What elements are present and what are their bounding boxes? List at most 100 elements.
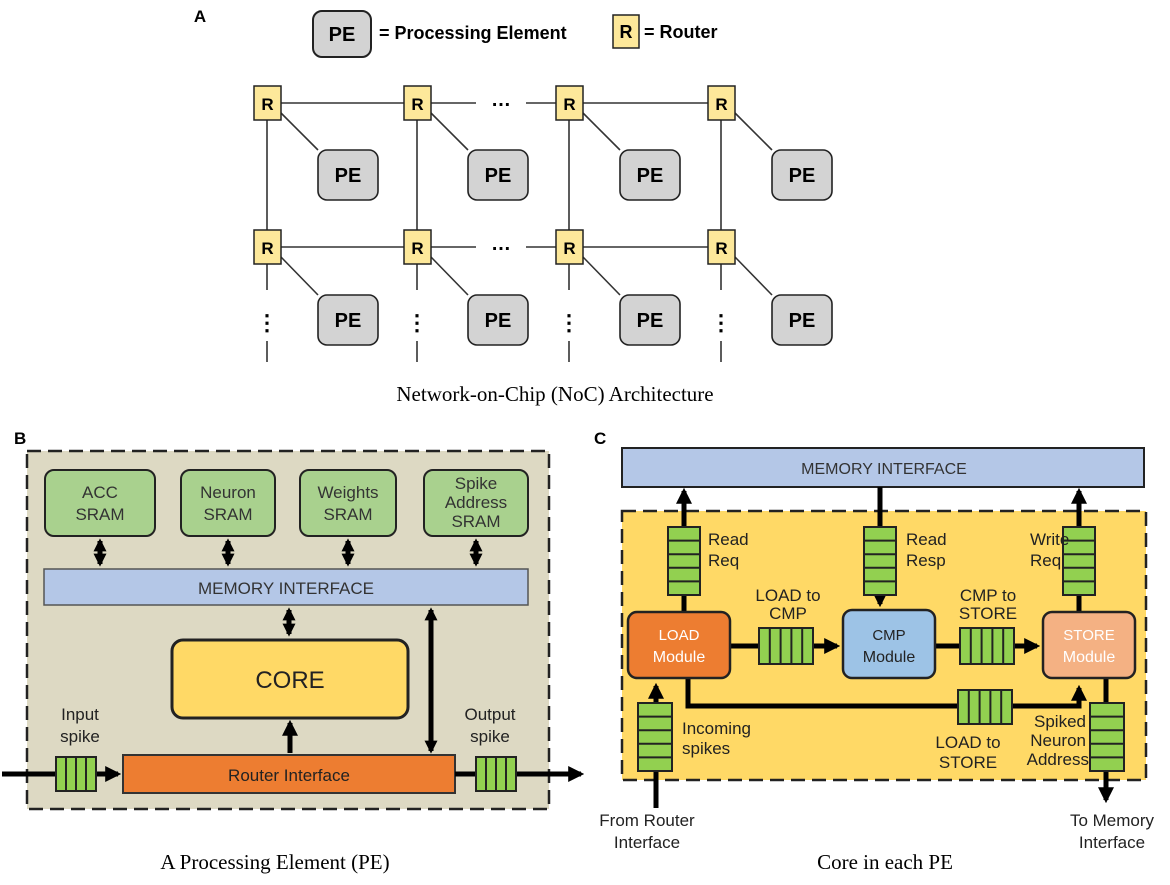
router-label: R bbox=[563, 239, 575, 258]
router-label: R bbox=[411, 95, 423, 114]
cmp-module-line1: CMP bbox=[872, 627, 905, 644]
to-memory-label: To Memory bbox=[1070, 811, 1155, 830]
panel-a: A PE = Processing Element R = Router bbox=[194, 7, 833, 406]
vertical-ellipsis: ⋮ bbox=[406, 310, 428, 335]
load-to-store-label: STORE bbox=[939, 753, 997, 772]
input-spike-fifo bbox=[55, 756, 97, 792]
incoming-spikes-label: Incoming bbox=[682, 719, 751, 738]
to-memory-label: Interface bbox=[1079, 833, 1145, 852]
panel-b-letter: B bbox=[14, 429, 26, 448]
neuron-sram-line1: Neuron bbox=[200, 483, 256, 502]
store-module: STORE Module bbox=[1041, 610, 1137, 680]
input-spike-label: spike bbox=[60, 727, 100, 746]
from-router-label: From Router bbox=[599, 811, 695, 830]
router-label: R bbox=[411, 239, 423, 258]
input-spike-label: Input bbox=[61, 705, 99, 724]
panel-a-letter: A bbox=[194, 7, 206, 26]
spike-address-sram: Spike Address SRAM bbox=[423, 469, 529, 537]
router: R bbox=[253, 229, 282, 265]
acc-sram-line2: SRAM bbox=[75, 505, 124, 524]
processing-element: PE bbox=[467, 149, 529, 201]
pe-memory-interface bbox=[43, 568, 529, 606]
write-req-label: Req bbox=[1030, 551, 1061, 570]
incoming-spikes-label: spikes bbox=[682, 739, 730, 758]
output-spike-label: Output bbox=[464, 705, 515, 724]
pe-label: PE bbox=[335, 165, 362, 187]
load-module-line1: LOAD bbox=[659, 627, 700, 644]
panel-c-letter: C bbox=[594, 429, 606, 448]
legend-pe-box bbox=[312, 10, 372, 58]
pe-label: PE bbox=[637, 165, 664, 187]
panel-b: B ACC SRAM Neuron SRAM Weights SRAM Spik… bbox=[2, 429, 585, 874]
router: R bbox=[707, 229, 736, 265]
router: R bbox=[403, 229, 432, 265]
horizontal-ellipsis: … bbox=[491, 89, 511, 111]
read-resp-label: Read bbox=[906, 530, 947, 549]
vertical-ellipsis: ⋮ bbox=[256, 310, 278, 335]
pe-label: PE bbox=[485, 165, 512, 187]
load-to-store-fifo bbox=[957, 689, 1013, 725]
cmp-to-store-label: CMP to bbox=[960, 586, 1016, 605]
load-module: LOAD Module bbox=[626, 610, 732, 680]
vertical-ellipsis: ⋮ bbox=[558, 310, 580, 335]
cmp-module-line2: Module bbox=[863, 649, 916, 666]
incoming-spikes-fifo bbox=[637, 702, 673, 772]
sram-bus-arrows bbox=[93, 538, 483, 567]
acc-sram-line1: ACC bbox=[82, 483, 118, 502]
panel-c: C MEMORY INTERFACE bbox=[594, 429, 1155, 874]
read-req-fifo bbox=[667, 526, 701, 596]
horizontal-ellipsis: … bbox=[491, 233, 511, 255]
router: R bbox=[707, 85, 736, 121]
router-label: R bbox=[261, 95, 273, 114]
router: R bbox=[403, 85, 432, 121]
load-to-store-label: LOAD to bbox=[935, 733, 1000, 752]
processing-element: PE bbox=[771, 294, 833, 346]
cmp-module: CMP Module bbox=[841, 608, 937, 680]
panel-b-caption: A Processing Element (PE) bbox=[160, 850, 389, 874]
legend-router-text: = Router bbox=[644, 22, 718, 42]
spiked-neuron-address-label: Neuron bbox=[1030, 731, 1086, 750]
legend-pe-text: = Processing Element bbox=[379, 23, 567, 43]
from-router-label: Interface bbox=[614, 833, 680, 852]
weights-sram: Weights SRAM bbox=[299, 469, 397, 537]
output-spike-fifo bbox=[475, 756, 517, 792]
pe-label: PE bbox=[789, 310, 816, 332]
noc-links bbox=[266, 102, 773, 362]
pe-label: PE bbox=[335, 310, 362, 332]
load-to-cmp-label: LOAD to bbox=[755, 586, 820, 605]
core-labels: Read Req Read Resp Write Req LOAD to CMP… bbox=[599, 530, 1154, 852]
processing-element: PE bbox=[771, 149, 833, 201]
load-to-cmp-label: CMP bbox=[769, 604, 807, 623]
processing-element: PE bbox=[619, 149, 681, 201]
legend-router-label: R bbox=[620, 22, 633, 42]
core-block bbox=[170, 638, 410, 720]
load-module-line2: Module bbox=[653, 649, 706, 666]
processing-element: PE bbox=[619, 294, 681, 346]
spiked-neuron-address-label: Spiked bbox=[1034, 712, 1086, 731]
pe-memory-interface-label: MEMORY INTERFACE bbox=[198, 579, 374, 598]
router: R bbox=[253, 85, 282, 121]
router-label: R bbox=[715, 239, 727, 258]
neuron-sram-line2: SRAM bbox=[203, 505, 252, 524]
read-resp-label: Resp bbox=[906, 551, 946, 570]
processing-element: PE bbox=[467, 294, 529, 346]
read-req-label: Req bbox=[708, 551, 739, 570]
spiked-neuron-address-fifo bbox=[1089, 702, 1125, 772]
panel-c-caption: Core in each PE bbox=[817, 850, 953, 874]
router-label: R bbox=[563, 95, 575, 114]
write-req-fifo bbox=[1062, 526, 1096, 596]
load-to-cmp-fifo bbox=[758, 627, 814, 665]
core-label: CORE bbox=[255, 667, 324, 694]
read-req-label: Read bbox=[708, 530, 749, 549]
router-interface-label: Router Interface bbox=[228, 766, 350, 785]
neuron-sram: Neuron SRAM bbox=[180, 469, 276, 537]
spike-address-sram-line1: Spike bbox=[455, 474, 498, 493]
legend: PE = Processing Element R = Router bbox=[312, 10, 718, 58]
spiked-neuron-address-label: Address bbox=[1027, 750, 1089, 769]
core-memory-interface bbox=[621, 447, 1145, 488]
weights-sram-line1: Weights bbox=[317, 483, 378, 502]
cmp-to-store-label: STORE bbox=[959, 604, 1017, 623]
spike-address-sram-line3: SRAM bbox=[451, 512, 500, 531]
legend-pe-label: PE bbox=[329, 24, 356, 46]
